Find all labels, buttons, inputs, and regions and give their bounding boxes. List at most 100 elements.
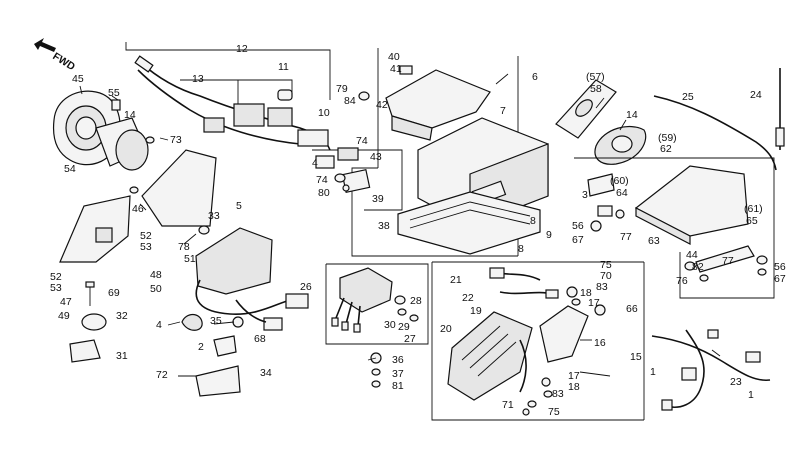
callout-40: 40: [388, 51, 400, 63]
callout-37: 37: [392, 368, 404, 380]
callout-13: 13: [192, 73, 204, 85]
callout-63: 63: [648, 235, 660, 247]
callout-84: 84: [344, 95, 356, 107]
callout-8-top: 8: [530, 215, 536, 227]
callout-14: 14: [124, 109, 136, 121]
callout-44: 44: [686, 249, 698, 261]
callout-7: 7: [500, 105, 506, 117]
callout-62: 62: [660, 143, 672, 155]
callout-75-top: 75: [600, 259, 612, 271]
callout-70: 70: [600, 270, 612, 282]
callout-12: 12: [236, 43, 248, 55]
radio-unit: [397, 117, 549, 255]
callout-56-left: 56: [572, 220, 584, 232]
side-cover-panel: [59, 149, 217, 263]
callout-20: 20: [440, 323, 452, 335]
callout-4-center: 4: [312, 157, 318, 169]
mount-bracket: [679, 245, 775, 299]
callout-61: (61): [744, 203, 763, 215]
callout-30: 30: [384, 319, 396, 331]
callout-24: 24: [750, 89, 762, 101]
radio-bracket: [351, 48, 519, 257]
control-unit: [195, 225, 309, 331]
callout-labels: 12 13 11 10 45 55 14 73 54 46 5 33 52 53…: [50, 43, 786, 418]
callout-26: 26: [300, 281, 312, 293]
switch-assembly: [312, 147, 403, 211]
right-speaker: [555, 79, 647, 165]
callout-32: 32: [116, 310, 128, 322]
callout-71: 71: [502, 399, 514, 411]
callout-75-bottom: 75: [548, 406, 560, 418]
callout-82: 82: [692, 261, 704, 273]
callout-65: 65: [746, 215, 758, 227]
callout-19: 19: [470, 305, 482, 317]
callout-25: 25: [682, 91, 694, 103]
callout-52-bottom: 52: [50, 271, 62, 283]
fwd-label: FWD: [50, 50, 77, 73]
callout-45: 45: [72, 73, 84, 85]
callout-74-bottom: 74: [316, 174, 328, 186]
callout-28: 28: [410, 295, 422, 307]
callout-18-top: 18: [580, 287, 592, 299]
callout-27: 27: [404, 333, 416, 345]
callout-79: 79: [336, 83, 348, 95]
callout-69: 69: [108, 287, 120, 299]
relay-box: [325, 263, 429, 345]
callout-74-top: 74: [356, 135, 368, 147]
callout-1-left: 1: [650, 366, 656, 378]
callout-52-top: 52: [140, 230, 152, 242]
callout-33: 33: [208, 210, 220, 222]
front-wire-harness: [125, 42, 331, 151]
callout-34: 34: [260, 367, 272, 379]
callout-80: 80: [318, 187, 330, 199]
callout-2: 2: [198, 341, 204, 353]
callout-39: 39: [372, 193, 384, 205]
callout-73: 73: [170, 134, 182, 146]
left-speaker: [52, 90, 155, 171]
callout-54: 54: [64, 163, 76, 175]
callout-77-left: 77: [620, 231, 632, 243]
left-hardware: [69, 281, 244, 397]
callout-67-left: 67: [572, 234, 584, 246]
callout-66: 66: [626, 303, 638, 315]
callout-67-right: 67: [774, 273, 786, 285]
callout-77-right: 77: [722, 255, 734, 267]
callout-48: 48: [150, 269, 162, 281]
callout-58: 58: [590, 83, 602, 95]
callout-59: (59): [658, 132, 677, 144]
callout-64: 64: [616, 187, 628, 199]
callout-41: 41: [390, 63, 402, 75]
antenna-cable: [653, 68, 785, 171]
callout-42: 42: [376, 99, 388, 111]
callout-47: 47: [60, 296, 72, 308]
callout-17-bottom: 17: [568, 370, 580, 382]
callout-53-bottom: 53: [50, 282, 62, 294]
callout-83-top: 83: [596, 281, 608, 293]
callout-81: 81: [392, 380, 404, 392]
callout-17-top: 17: [588, 297, 600, 309]
callout-16: 16: [594, 337, 606, 349]
callout-51: 51: [184, 253, 196, 265]
fwd-arrow-icon: [34, 38, 56, 52]
callout-15: 15: [630, 351, 642, 363]
leader-lines: [79, 73, 721, 377]
callout-10: 10: [318, 107, 330, 119]
callout-23: 23: [730, 376, 742, 388]
callout-18-bottom: 18: [568, 381, 580, 393]
callout-46: 46: [132, 203, 144, 215]
callout-35: 35: [210, 315, 222, 327]
callout-57: (57): [586, 71, 605, 83]
callout-53-top: 53: [140, 241, 152, 253]
callout-5: 5: [236, 200, 242, 212]
callout-50: 50: [150, 283, 162, 295]
callout-31: 31: [116, 350, 128, 362]
callout-3: 3: [582, 189, 588, 201]
callout-76: 76: [676, 275, 688, 287]
callout-21: 21: [450, 274, 462, 286]
callout-1-right: 1: [748, 389, 754, 401]
small-fasteners: [370, 352, 382, 388]
callout-56-right: 56: [774, 261, 786, 273]
callout-36: 36: [392, 354, 404, 366]
callout-38: 38: [378, 220, 390, 232]
